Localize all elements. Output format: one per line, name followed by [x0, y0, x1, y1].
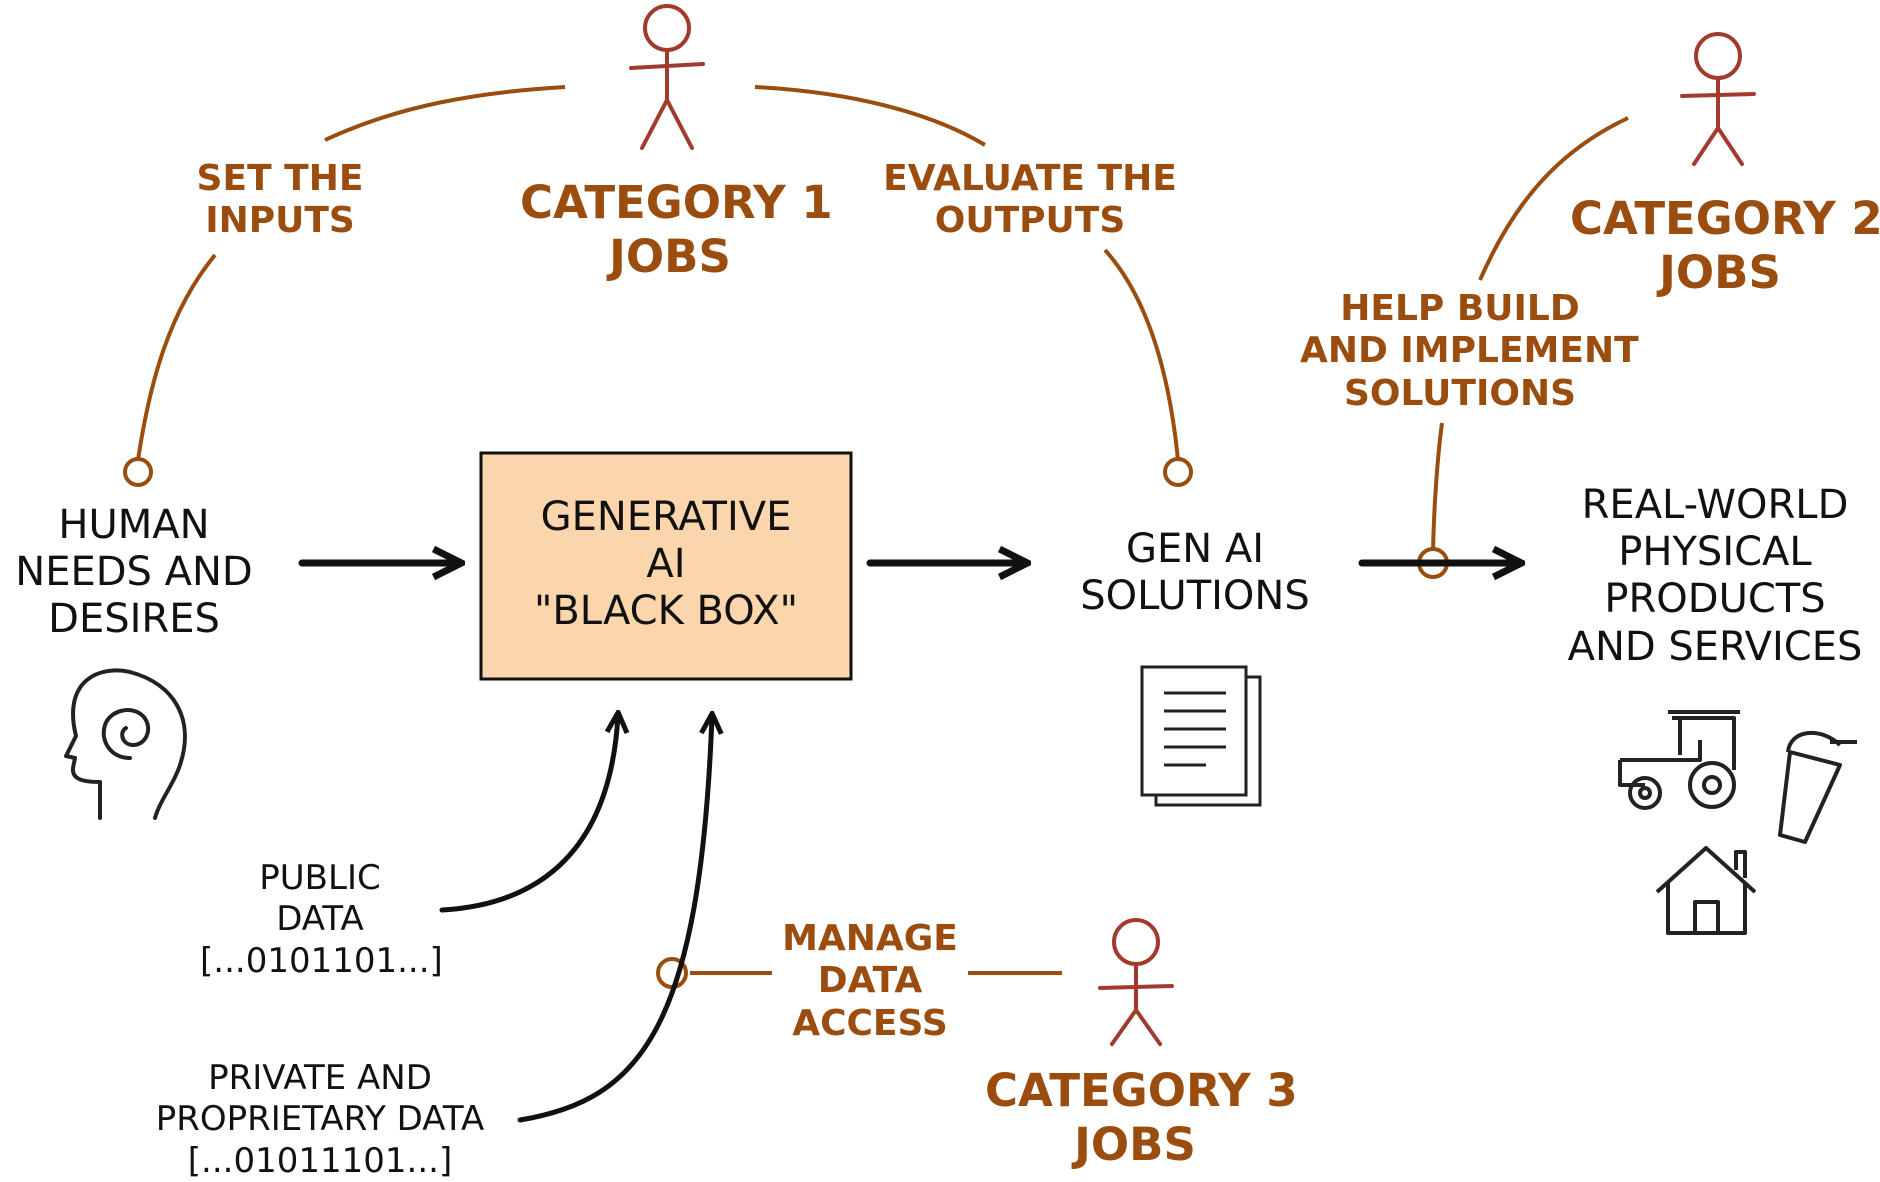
- category-1-line: JOBS: [609, 230, 731, 283]
- set-inputs-line: INPUTS: [205, 200, 355, 242]
- category-3-line: JOBS: [1074, 1118, 1196, 1171]
- cat1-top-left-arc: [324, 85, 566, 142]
- public-data-line: PUBLIC: [259, 858, 381, 898]
- gen-ai-solutions-line: GEN AI: [1125, 526, 1265, 572]
- private-data-label: PRIVATE AND PROPRIETARY DATA [...0101110…: [140, 1058, 500, 1182]
- figures: [629, 4, 1756, 1046]
- category-2-line: CATEGORY 2: [1570, 192, 1880, 245]
- evaluate-outputs-line: OUTPUTS: [934, 200, 1126, 242]
- black-box-line: AI: [646, 541, 686, 588]
- private-data-line: PRIVATE AND: [208, 1058, 432, 1098]
- private-data-line: PROPRIETARY DATA: [155, 1099, 485, 1140]
- connector-endpoints: [123, 457, 1449, 989]
- set-inputs-line: SET THE: [196, 158, 364, 199]
- gen-ai-solutions-label: GEN AI SOLUTIONS: [1040, 526, 1350, 620]
- drink-cup-icon: [1778, 730, 1857, 844]
- real-world-label: REAL-WORLD PHYSICAL PRODUCTS AND SERVICE…: [1555, 482, 1875, 671]
- category-2-line: JOBS: [1659, 246, 1781, 299]
- manage-data-line: MANAGE: [782, 918, 958, 959]
- data-arrows: [439, 715, 712, 1123]
- category-1-title: CATEGORY 1 JOBS: [520, 176, 833, 284]
- real-world-line: PRODUCTS: [1604, 576, 1826, 623]
- private-data-line: [...01011101...]: [187, 1140, 453, 1181]
- black-box-line: GENERATIVE: [540, 494, 792, 540]
- set-inputs-label: SET THE INPUTS: [170, 158, 390, 243]
- house-icon: [1655, 846, 1757, 935]
- gen-ai-solutions-line: SOLUTIONS: [1080, 573, 1310, 620]
- public-data-label: PUBLIC DATA [...0101101...]: [200, 858, 443, 982]
- real-world-line: PHYSICAL: [1618, 529, 1812, 576]
- cat2-upper-arc: [1478, 116, 1629, 281]
- generative-ai-box: [479, 451, 853, 681]
- real-world-line: AND SERVICES: [1567, 623, 1863, 670]
- evaluate-outputs-line: EVALUATE THE: [883, 158, 1177, 199]
- help-build-label: HELP BUILD AND IMPLEMENT SOLUTIONS: [1300, 288, 1639, 415]
- cat1-left-arc: [136, 253, 217, 461]
- cat1-top-right-arc: [754, 85, 987, 147]
- head-spiral-icon: [64, 668, 187, 820]
- human-needs-line: HUMAN: [58, 502, 210, 548]
- arrow-private-data: [517, 716, 712, 1123]
- human-needs-node: [123, 457, 153, 487]
- public-data-line: [...0101101...]: [200, 940, 443, 981]
- human-needs-line: DESIRES: [48, 596, 220, 643]
- help-build-line: SOLUTIONS: [1343, 372, 1577, 414]
- public-data-line: DATA: [276, 899, 364, 940]
- stick-figure-icon: [1680, 32, 1756, 166]
- category-3-line: CATEGORY 3: [985, 1064, 1298, 1117]
- black-box-label: GENERATIVE AI "BLACK BOX": [481, 494, 851, 636]
- evaluate-outputs-label: EVALUATE THE OUTPUTS: [880, 158, 1180, 243]
- category-1-line: CATEGORY 1: [520, 176, 833, 229]
- manage-data-line: DATA: [817, 960, 923, 1002]
- stick-figure-icon: [629, 4, 705, 150]
- arrow-public-data: [439, 715, 618, 913]
- category-3-title: CATEGORY 3 JOBS: [985, 1064, 1298, 1172]
- black-box-line: "BLACK BOX": [533, 588, 799, 635]
- cat1-right-arc: [1103, 248, 1180, 461]
- manage-data-line: ACCESS: [792, 1002, 948, 1044]
- tractor-icon: [1618, 710, 1740, 810]
- help-build-line: AND IMPLEMENT: [1300, 330, 1639, 372]
- stick-figure-icon: [1098, 918, 1174, 1046]
- category-2-title: CATEGORY 2 JOBS: [1570, 192, 1880, 300]
- cat2-lower-arc: [1431, 422, 1444, 564]
- human-needs-line: NEEDS AND: [15, 549, 253, 596]
- real-world-line: REAL-WORLD: [1581, 482, 1849, 528]
- human-needs-label: HUMAN NEEDS AND DESIRES: [0, 502, 268, 644]
- help-build-line: HELP BUILD: [1340, 288, 1580, 329]
- documents-icon: [1140, 665, 1262, 807]
- manage-data-label: MANAGE DATA ACCESS: [770, 918, 970, 1045]
- gen-ai-solutions-node: [1163, 457, 1193, 487]
